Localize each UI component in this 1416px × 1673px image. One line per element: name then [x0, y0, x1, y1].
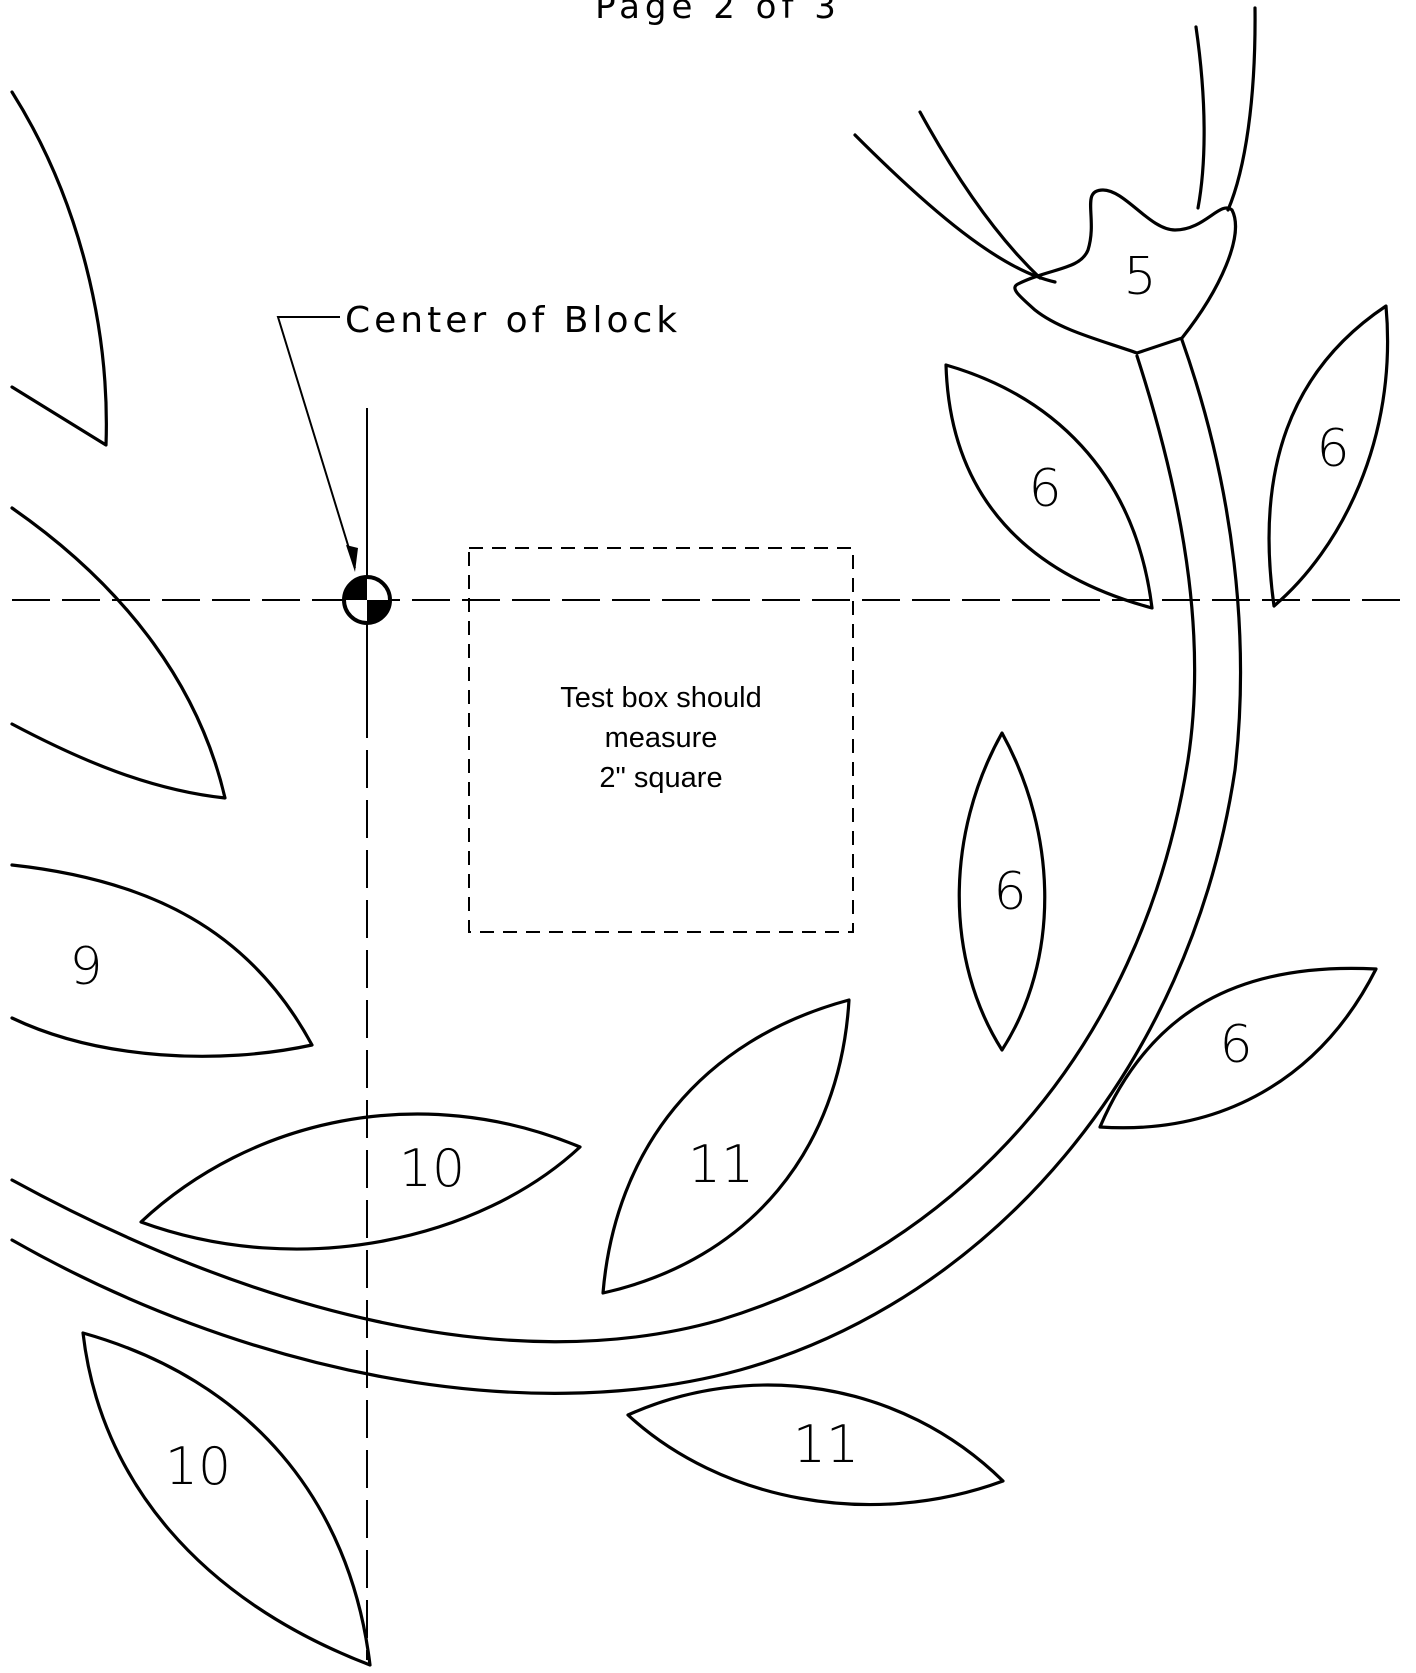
test-box-line-3: 2" square [599, 762, 722, 794]
center-callout: Center of Block [276, 300, 681, 572]
center-callout-label: Center of Block [345, 300, 681, 341]
leaf-piece: 11 [601, 998, 851, 1295]
leaf-number: 11 [688, 1135, 754, 1195]
leaf-number: 10 [165, 1437, 231, 1497]
guide-lines [12, 408, 1405, 1660]
leaf-number: 11 [793, 1415, 859, 1475]
top-stem-2 [918, 110, 1042, 280]
leaf-number: 6 [1316, 419, 1349, 479]
test-box: Test box should measure 2" square [468, 547, 854, 933]
leaf-number: 9 [69, 937, 102, 997]
leaf-piece: 6 [1098, 966, 1378, 1130]
leaf-piece: 6 [944, 363, 1154, 610]
leaf-number: 6 [993, 862, 1026, 922]
test-box-line-2: measure [605, 722, 718, 754]
leaf-piece: 11 [626, 1383, 1005, 1507]
stems [10, 6, 1257, 1395]
leaf-piece: 6 [957, 731, 1047, 1052]
partial-leaves-left-edge [10, 90, 227, 800]
flower-piece-number: 5 [1123, 247, 1156, 307]
leaf-piece: 10 [139, 1112, 582, 1251]
page-header: Page 2 of 3 [595, 0, 841, 27]
partial-leaf-top-left [10, 90, 108, 447]
main-stem-inner [10, 354, 1197, 1344]
flower-piece: 5 [1013, 188, 1237, 355]
leaf-number: 6 [1028, 459, 1061, 519]
leaf-number: 10 [399, 1139, 465, 1199]
leaf-number: 6 [1219, 1015, 1252, 1075]
leaf-piece: 10 [81, 1331, 372, 1667]
main-stem-outer [10, 338, 1243, 1395]
leaf-piece: 6 [1267, 304, 1390, 608]
leaf-piece: 9 [10, 863, 314, 1058]
top-stem-1 [853, 133, 1057, 284]
center-of-block-marker [342, 575, 392, 625]
partial-leaf-middle-left [10, 506, 227, 800]
top-stem-4 [1226, 6, 1257, 212]
test-box-line-1: Test box should [560, 682, 762, 714]
top-stem-3 [1194, 25, 1206, 210]
